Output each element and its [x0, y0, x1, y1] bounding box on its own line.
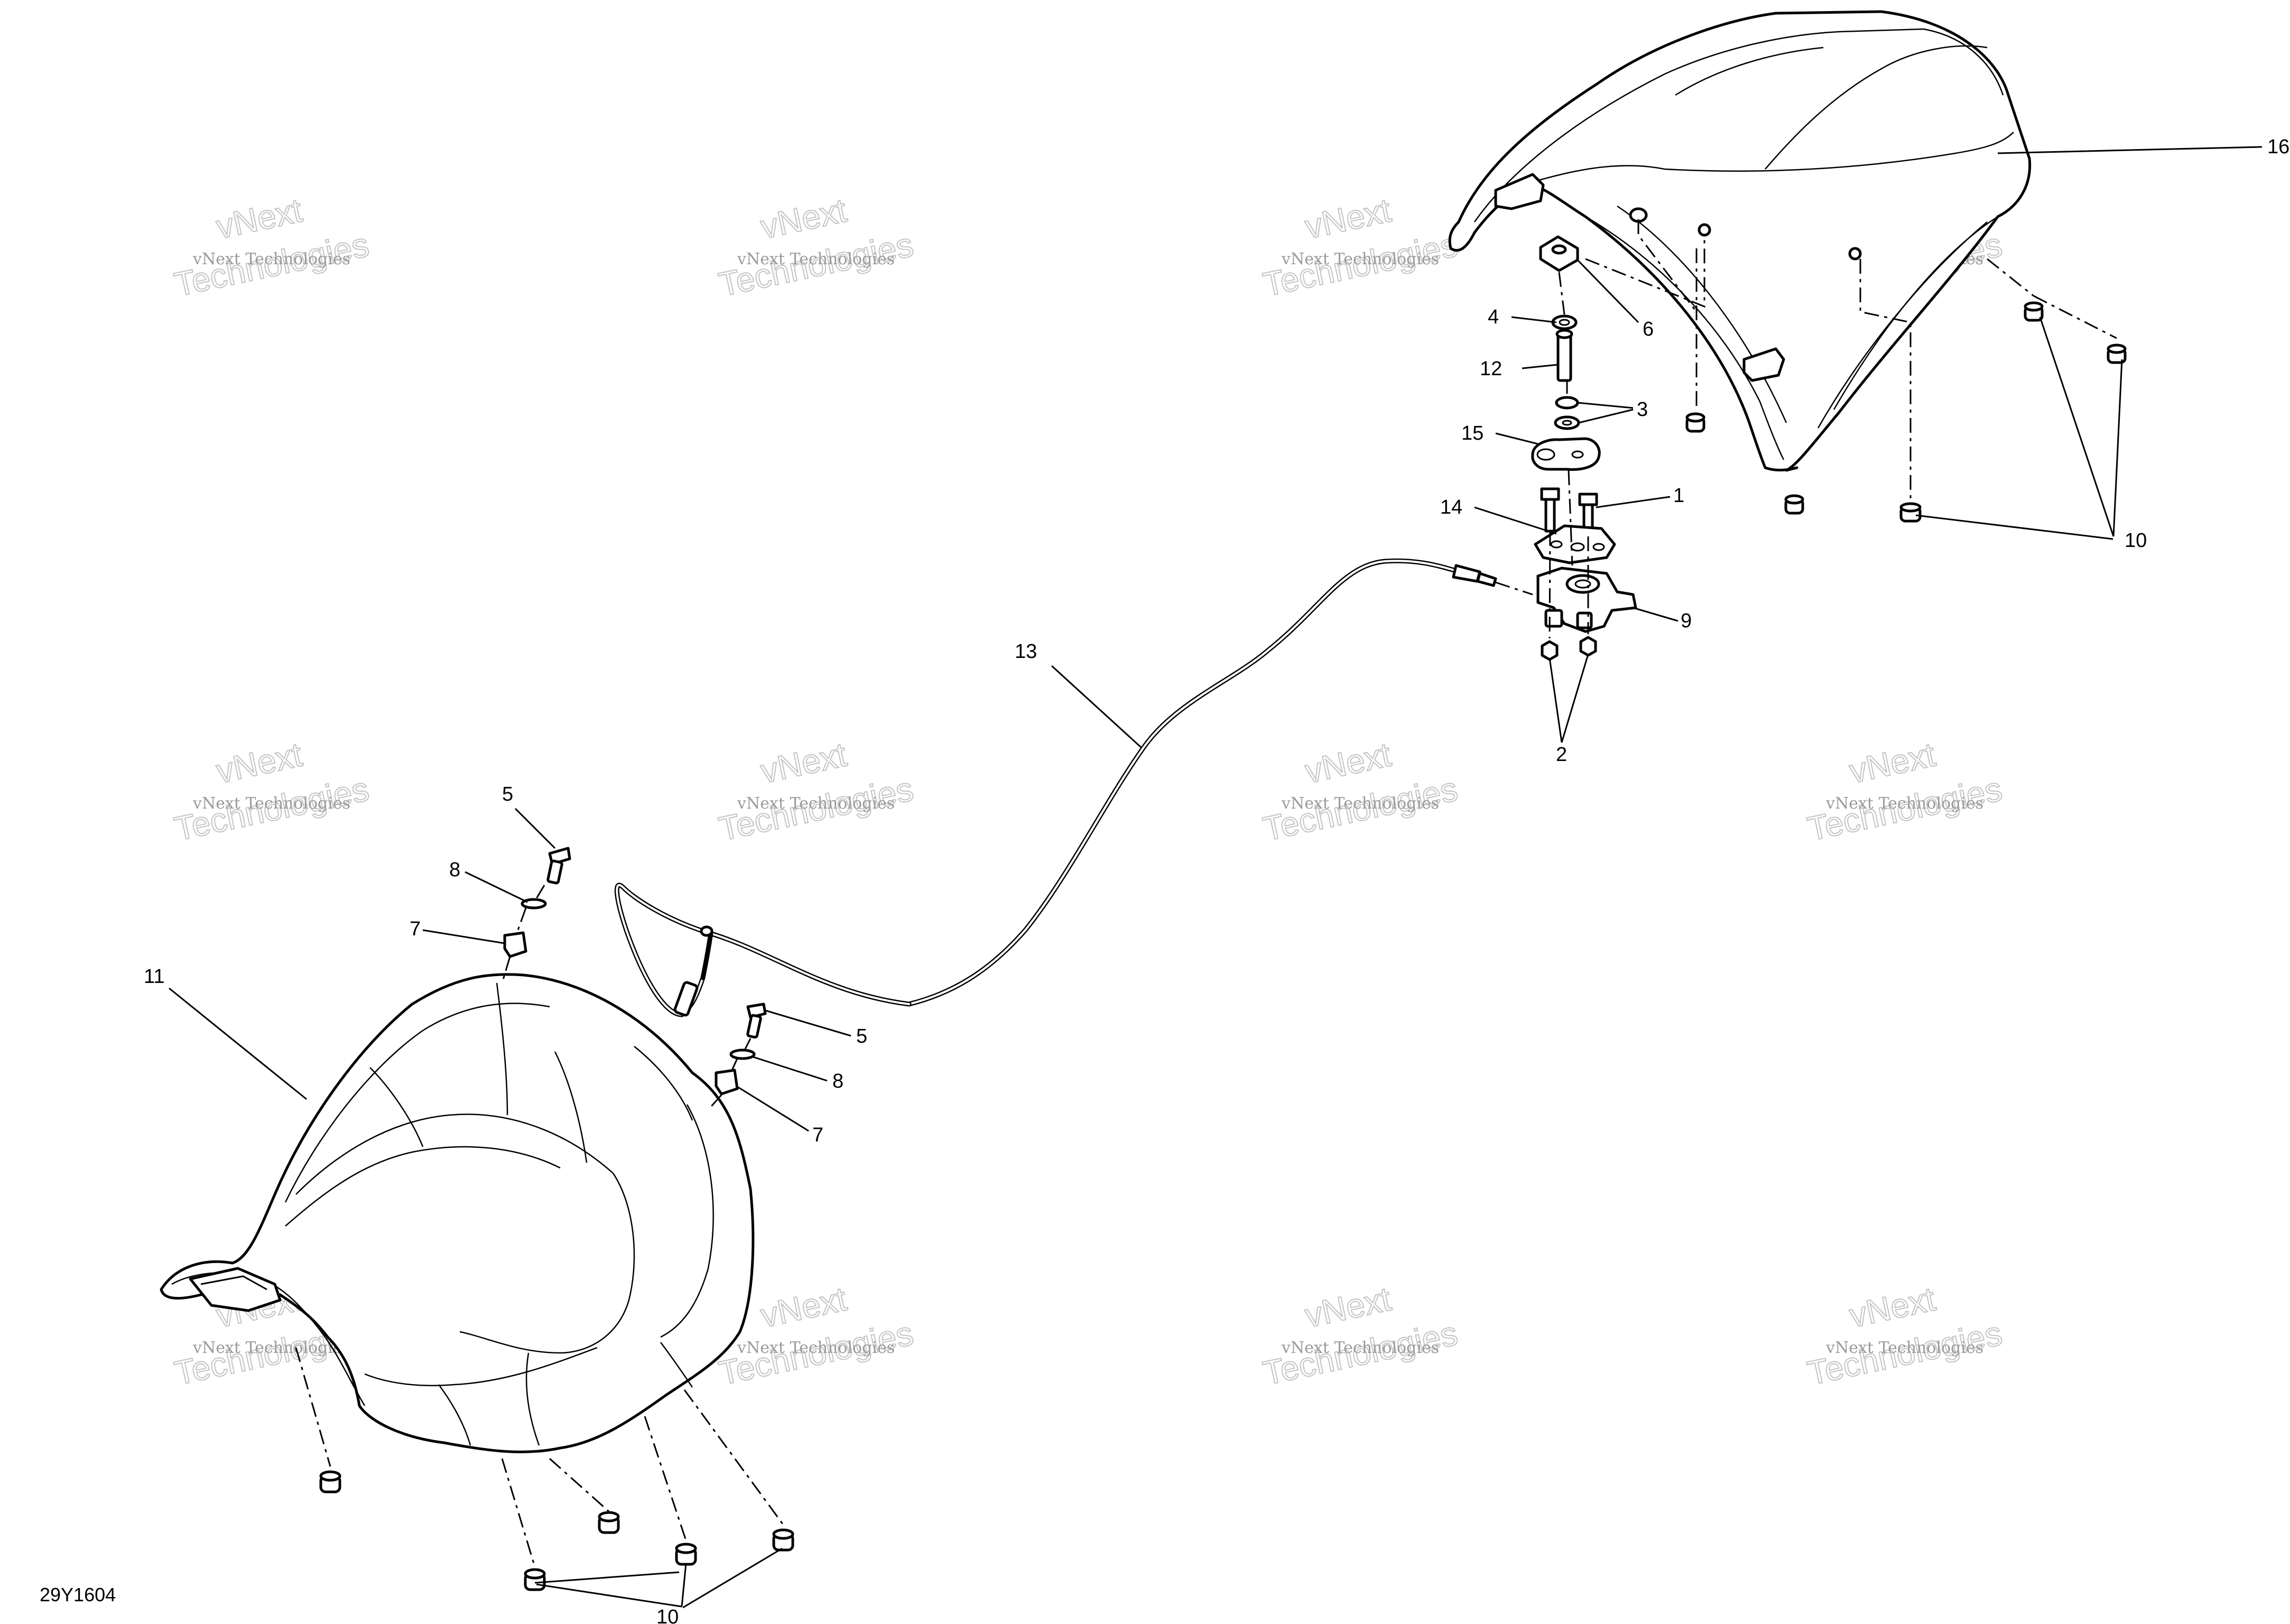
watermark-back: vNext [757, 191, 850, 246]
callout-8-lower: 8 [832, 1070, 843, 1092]
alignment-lines-front [295, 1347, 784, 1567]
driver-seat [160, 973, 755, 1453]
bumper [598, 1511, 620, 1534]
watermark-back: vNext [1846, 1279, 1939, 1334]
callout-13: 13 [1015, 641, 1037, 663]
watermark-text: vNext Technologies [1281, 1339, 1439, 1357]
callout-labels: 16 6 4 12 3 15 1 14 9 2 10 13 11 5 8 7 5… [144, 136, 2289, 1624]
callout-6: 6 [1643, 318, 1654, 340]
watermark-text: vNext Technologies [737, 794, 895, 813]
watermark: Technologies vNext vNext Technologies [171, 735, 373, 848]
watermark: Technologies vNext vNext Technologies [715, 190, 917, 304]
callout-14: 14 [1440, 496, 1462, 518]
callout-1: 1 [1673, 485, 1684, 507]
watermark-back: vNext [1302, 191, 1394, 246]
fastener-set-lower [707, 1003, 767, 1110]
bumper [1784, 494, 1804, 515]
callout-11: 11 [144, 966, 164, 988]
callout-2: 2 [1556, 744, 1567, 766]
watermark-back: vNext [213, 735, 305, 790]
watermark-text: vNext Technologies [737, 250, 895, 268]
bumper [1899, 502, 1922, 523]
release-cable [614, 558, 1533, 1017]
callout-15: 15 [1461, 422, 1484, 444]
callout-7-lower: 7 [812, 1124, 823, 1146]
watermark: Technologies vNext vNext Technologies [1259, 735, 1461, 848]
watermark-text: vNext Technologies [192, 1339, 350, 1357]
callout-5-upper: 5 [502, 783, 513, 805]
watermark-back: vNext [1846, 735, 1939, 790]
callout-10-rear: 10 [2125, 530, 2147, 552]
bumper [772, 1528, 794, 1552]
nut [1579, 636, 1597, 657]
callout-8-upper: 8 [449, 859, 460, 881]
watermark-text: vNext Technologies [1281, 794, 1439, 813]
watermark: Technologies vNext vNext Technologies [1804, 735, 2006, 848]
watermark-text: vNext Technologies [737, 1339, 895, 1357]
latch-assembly [1531, 235, 1637, 661]
front-bumpers [319, 1470, 794, 1591]
watermark-text: vNext Technologies [192, 250, 350, 268]
bumper [2024, 301, 2044, 322]
diagram-code: 29Y1604 [40, 1584, 116, 1606]
watermark-back: vNext [1302, 735, 1394, 790]
watermark-back: vNext [757, 735, 850, 790]
fastener-set-upper [501, 847, 571, 983]
watermark: Technologies vNext vNext Technologies [715, 735, 917, 848]
watermark-back: vNext [1302, 1279, 1394, 1334]
rear-bumpers [1685, 301, 2127, 523]
watermark-back: vNext [213, 191, 305, 246]
nut [1541, 640, 1559, 661]
callout-10-front: 10 [656, 1606, 679, 1624]
callout-9: 9 [1681, 610, 1692, 632]
callout-3: 3 [1637, 398, 1648, 421]
leader-lines [169, 146, 2263, 1609]
bumper [1685, 412, 1705, 433]
passenger-seat [1448, 10, 2032, 472]
callout-7-upper: 7 [410, 918, 421, 940]
alignment-lines-rear [1585, 219, 2117, 499]
bumper [675, 1543, 697, 1566]
watermark-text: vNext Technologies [1825, 794, 1983, 813]
callout-16: 16 [2267, 136, 2289, 158]
bumper [319, 1470, 341, 1493]
watermark: Technologies vNext vNext Technologies [171, 190, 373, 304]
watermark-back: vNext [757, 1279, 850, 1334]
callout-5-lower: 5 [856, 1025, 867, 1047]
watermark-text: vNext Technologies [1281, 250, 1439, 268]
callout-4: 4 [1488, 306, 1499, 328]
watermark: Technologies vNext vNext Technologies [1804, 1279, 2006, 1393]
screw [1540, 487, 1560, 533]
bumper [524, 1568, 546, 1591]
watermark-text: vNext Technologies [192, 794, 350, 813]
bumper [2107, 344, 2127, 364]
watermark-text: vNext Technologies [1825, 1339, 1983, 1357]
watermark: Technologies vNext vNext Technologies [1259, 190, 1461, 304]
callout-12: 12 [1480, 358, 1502, 380]
watermark: Technologies vNext vNext Technologies [1259, 1279, 1461, 1393]
